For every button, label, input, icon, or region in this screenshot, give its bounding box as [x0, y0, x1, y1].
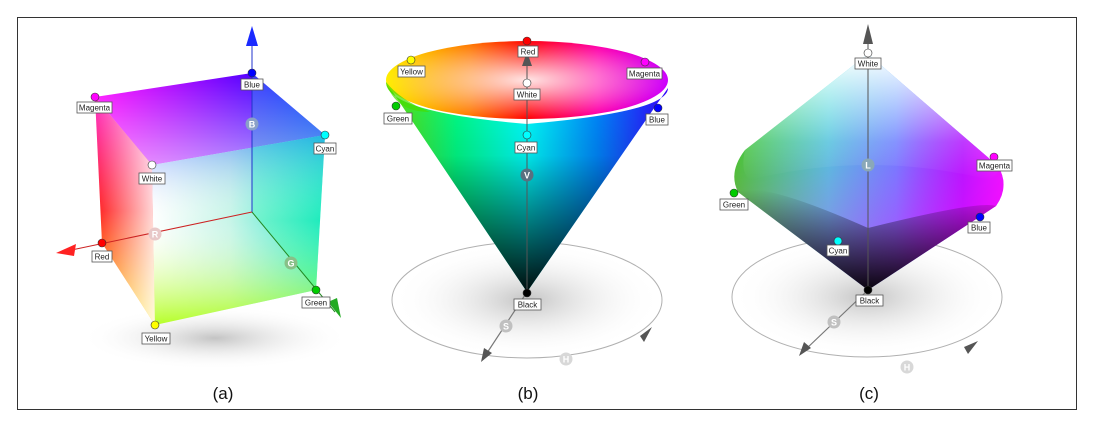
- caption-a: (a): [213, 384, 234, 403]
- vertex-cyan-dot: [320, 130, 330, 140]
- label-blue: Blue: [240, 78, 264, 91]
- bicone-label-blue: Blue: [967, 221, 991, 234]
- caption-c: (c): [859, 384, 879, 403]
- svg-text:White: White: [142, 175, 163, 184]
- vertex-blue-dot: [247, 68, 257, 78]
- cone-yellow-dot: [406, 55, 416, 65]
- cone-label-red: Red: [517, 45, 539, 58]
- cube-shadow: [80, 306, 350, 370]
- svg-text:Cyan: Cyan: [316, 145, 335, 154]
- cone-blue-dot: [653, 103, 663, 113]
- bicone-black-dot: [863, 285, 873, 295]
- bicone-blue-dot: [975, 212, 985, 222]
- b-axis-letter: B: [249, 120, 256, 130]
- svg-text:Yellow: Yellow: [400, 68, 423, 77]
- h-axis-arrow-icon: [640, 327, 652, 342]
- label-white: White: [138, 172, 166, 185]
- svg-text:Cyan: Cyan: [517, 144, 536, 153]
- s-axis-arrow-icon: [481, 348, 492, 362]
- vertex-white-dot: [147, 160, 157, 170]
- bicone-label-green: Green: [719, 198, 749, 211]
- vertex-magenta-dot: [90, 92, 100, 102]
- svg-text:Black: Black: [518, 301, 539, 310]
- cone-white-dot: [522, 78, 532, 88]
- cone-black-dot: [522, 288, 532, 298]
- bicone-label-magenta: Magenta: [976, 159, 1013, 172]
- svg-text:Magenta: Magenta: [79, 104, 111, 113]
- bicone-white-dot: [863, 48, 873, 58]
- bicone-label-black: Black: [855, 294, 884, 307]
- bicone-label-cyan: Cyan: [826, 244, 850, 257]
- bicone-s-axis-letter: S: [831, 318, 837, 328]
- cone-label-white: White: [513, 88, 541, 101]
- cone-label-magenta: Magenta: [626, 67, 663, 80]
- vertex-yellow-dot: [150, 320, 160, 330]
- h-axis-letter: H: [563, 355, 570, 365]
- v-axis-arrow-icon: [522, 52, 532, 66]
- svg-text:Yellow: Yellow: [145, 335, 168, 344]
- vertex-red-dot: [97, 238, 107, 248]
- cone-label-black: Black: [513, 298, 542, 311]
- bicone-s-axis-arrow-icon: [799, 342, 811, 356]
- cone-red-dot: [522, 36, 532, 46]
- caption-b: (b): [518, 384, 539, 403]
- svg-text:Green: Green: [305, 299, 327, 308]
- v-axis-letter: V: [524, 171, 530, 181]
- svg-text:Cyan: Cyan: [829, 247, 848, 256]
- cone-label-blue: Blue: [645, 113, 669, 126]
- bicone-label-white: White: [854, 57, 882, 70]
- vertex-green-dot: [311, 285, 321, 295]
- panel-b-hsv-cone: V S H Yellow Red Magenta White: [383, 36, 669, 403]
- s-axis-letter: S: [503, 322, 509, 332]
- b-axis-arrow-icon: [246, 26, 258, 46]
- svg-text:Black: Black: [860, 297, 881, 306]
- svg-text:Red: Red: [95, 253, 110, 262]
- bicone-green-dot: [729, 188, 739, 198]
- cone-label-cyan: Cyan: [514, 141, 538, 154]
- svg-text:Green: Green: [387, 115, 409, 124]
- svg-text:Blue: Blue: [649, 116, 666, 125]
- svg-text:Blue: Blue: [971, 224, 988, 233]
- panel-a-rgb-cube: B R G Magenta Blue Cyan White: [56, 26, 350, 403]
- g-axis-arrow-icon: [328, 298, 341, 318]
- label-cyan: Cyan: [313, 142, 337, 155]
- svg-text:Green: Green: [723, 201, 745, 210]
- cone-cyan-dot: [522, 130, 532, 140]
- label-yellow: Yellow: [141, 332, 171, 345]
- svg-text:Blue: Blue: [244, 81, 261, 90]
- r-axis-arrow-icon: [56, 244, 76, 256]
- svg-text:White: White: [517, 91, 538, 100]
- r-axis-letter: R: [152, 230, 159, 240]
- svg-text:Magenta: Magenta: [979, 162, 1011, 171]
- svg-text:White: White: [858, 60, 879, 69]
- g-axis-letter: G: [287, 259, 294, 269]
- label-green: Green: [301, 296, 331, 309]
- label-red: Red: [91, 250, 113, 263]
- bicone-h-axis-letter: H: [904, 363, 911, 373]
- svg-text:Magenta: Magenta: [629, 70, 661, 79]
- bicone-h-axis-arrow-icon: [964, 341, 978, 354]
- l-axis-letter: L: [865, 161, 871, 171]
- panel-c-hsl-bicone: L S H White Magenta Green Blue Cyan: [719, 24, 1013, 403]
- l-axis-arrow-icon: [863, 24, 873, 44]
- cone-label-green: Green: [383, 112, 413, 125]
- label-magenta: Magenta: [76, 101, 113, 114]
- cone-green-dot: [391, 101, 401, 111]
- bicone-cyan-dot: [833, 236, 843, 246]
- cone-label-yellow: Yellow: [397, 65, 426, 78]
- cone-magenta-dot: [640, 57, 650, 67]
- svg-text:Red: Red: [521, 48, 536, 57]
